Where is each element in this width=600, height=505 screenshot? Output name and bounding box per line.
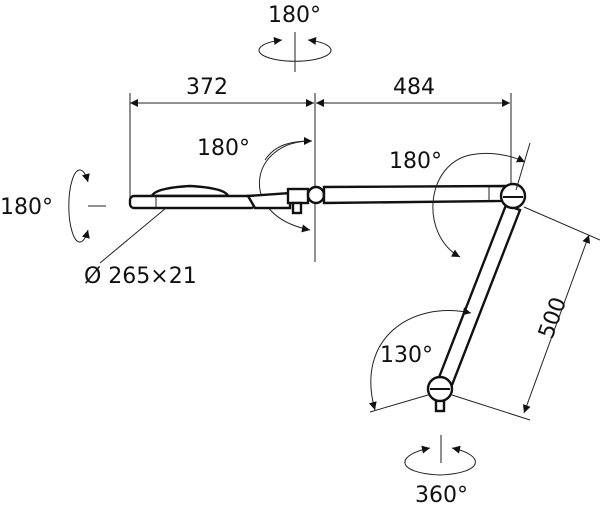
lamp-head: Ø 265×21 <box>84 184 326 289</box>
swivel-label: 360° <box>415 483 468 505</box>
left-rotation-indicator: 180° <box>0 169 106 243</box>
upper-arm <box>322 184 507 205</box>
head-size-label: Ø 265×21 <box>84 264 197 289</box>
lower-arm <box>436 203 522 387</box>
swivel-indicator: 360° <box>404 435 476 505</box>
head-tilt-indicator: 180° <box>197 136 313 233</box>
left-rotation-label: 180° <box>0 195 53 220</box>
base-rotation-indicator: 130° <box>368 307 472 411</box>
elbow-rotation-label: 180° <box>389 149 442 174</box>
dim-upper-arm-label: 484 <box>393 75 435 100</box>
dim-head-label: 372 <box>186 75 228 100</box>
dim-lower-arm-label: 500 <box>534 294 572 342</box>
top-rotation-indicator: 180° <box>258 3 332 72</box>
top-rotation-label: 180° <box>268 3 321 28</box>
base-rotation-label: 130° <box>380 343 433 368</box>
base-joint <box>369 375 454 413</box>
horizontal-dimensions: 372 484 <box>129 75 512 262</box>
elbow-rotation-indicator: 180° <box>389 142 531 258</box>
elbow-joint <box>499 182 527 210</box>
head-tilt-label: 180° <box>197 136 250 161</box>
